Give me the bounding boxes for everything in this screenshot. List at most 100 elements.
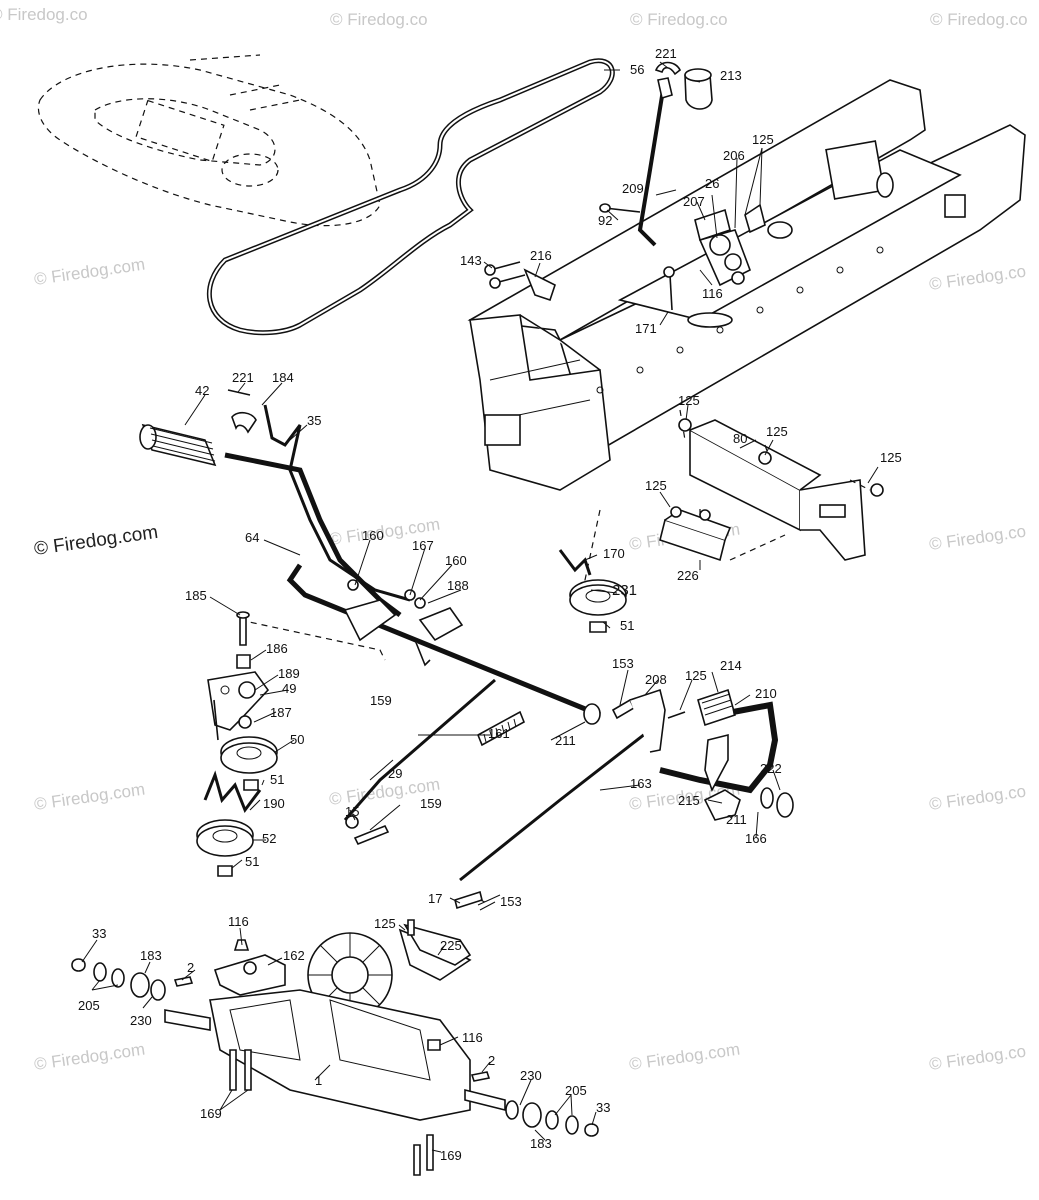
callout-205: 205 xyxy=(78,998,100,1013)
callout-125: 125 xyxy=(685,668,707,683)
brake-lever-assembly xyxy=(484,61,766,311)
callout-230: 230 xyxy=(520,1068,542,1083)
watermark-text: © Firedog.com xyxy=(33,780,146,814)
callout-216: 216 xyxy=(530,248,552,263)
pulley-assembly xyxy=(196,611,278,877)
callout-189: 189 xyxy=(278,666,300,681)
callout-211: 211 xyxy=(726,812,747,827)
callout-125: 125 xyxy=(678,393,700,408)
watermark-text: © Firedog.co xyxy=(930,10,1028,29)
callout-166: 166 xyxy=(745,831,767,846)
callout-184: 184 xyxy=(272,370,294,385)
callout-171: 171 xyxy=(635,321,657,336)
callout-labels: 221 56 213 125 206 26 209 207 92 216 143… xyxy=(78,46,902,1163)
callout-116: 116 xyxy=(462,1030,483,1045)
callout-161: 161 xyxy=(488,726,510,741)
callout-29: 29 xyxy=(388,766,402,781)
callout-187: 187 xyxy=(270,705,292,720)
callout-225: 225 xyxy=(440,938,462,953)
callout-205: 205 xyxy=(565,1083,587,1098)
cross-shaft xyxy=(239,563,601,725)
callout-80: 80 xyxy=(733,431,747,446)
callout-183: 183 xyxy=(140,948,162,963)
watermark-text: © Firedog.co xyxy=(928,262,1027,294)
watermark-text: © Firedog.co xyxy=(928,522,1027,554)
callout-207: 207 xyxy=(683,194,705,209)
callout-209: 209 xyxy=(622,181,644,196)
callout-125: 125 xyxy=(374,916,396,931)
callout-50: 50 xyxy=(290,732,304,747)
callout-210: 210 xyxy=(755,686,777,701)
callout-211: 211 xyxy=(555,733,576,748)
callout-159: 159 xyxy=(420,796,442,811)
callout-52: 52 xyxy=(262,831,276,846)
callout-208: 208 xyxy=(645,672,667,687)
callout-42: 42 xyxy=(195,383,209,398)
callout-169: 169 xyxy=(440,1148,462,1163)
callout-185: 185 xyxy=(185,588,207,603)
callout-213: 213 xyxy=(720,68,742,83)
callout-190: 190 xyxy=(263,796,285,811)
callout-26: 26 xyxy=(705,176,719,191)
callout-2: 2 xyxy=(488,1053,495,1068)
watermark-text: © Firedog.co xyxy=(330,10,428,29)
callout-2: 2 xyxy=(187,960,194,975)
callout-183: 183 xyxy=(530,1136,552,1151)
callout-51: 51 xyxy=(245,854,259,869)
watermark-text: © Firedog.co xyxy=(0,5,88,24)
callout-215: 215 xyxy=(678,793,700,808)
callout-214: 214 xyxy=(720,658,742,673)
mower-deck-outline xyxy=(37,54,381,227)
callout-125: 125 xyxy=(880,450,902,465)
watermark-text: © Firedog.co xyxy=(630,10,728,29)
watermark-text: © Firedog.com xyxy=(33,1040,146,1074)
callout-167: 167 xyxy=(412,538,434,553)
callout-231: 231 xyxy=(612,582,637,599)
callout-116: 116 xyxy=(702,286,723,301)
callout-226: 226 xyxy=(677,568,699,583)
watermark-text: © Firedog.com xyxy=(33,522,160,560)
callout-64: 64 xyxy=(245,530,259,545)
callout-153: 153 xyxy=(612,656,634,671)
drive-belt xyxy=(207,58,615,336)
callout-186: 186 xyxy=(266,641,288,656)
watermark-text: © Firedog.co xyxy=(928,782,1027,814)
watermark-text: © Firedog.co xyxy=(928,1042,1027,1074)
callout-160: 160 xyxy=(445,553,467,568)
leader-lines xyxy=(81,61,879,1153)
callout-125: 125 xyxy=(766,424,788,439)
callout-170: 170 xyxy=(603,546,625,561)
callout-33: 33 xyxy=(92,926,106,941)
callout-1: 1 xyxy=(315,1073,322,1088)
watermark-text: © Firedog.com xyxy=(628,1040,741,1074)
callout-116: 116 xyxy=(228,914,249,929)
brake-pedal-assembly xyxy=(659,688,794,821)
callout-163: 163 xyxy=(630,776,652,791)
axle-washers xyxy=(71,958,599,1137)
mounting-bracket xyxy=(584,409,884,601)
callout-17: 17 xyxy=(428,891,442,906)
callout-230: 230 xyxy=(130,1013,152,1028)
callout-188: 188 xyxy=(447,578,469,593)
callout-56: 56 xyxy=(630,62,644,77)
callout-51: 51 xyxy=(620,618,634,633)
callout-160: 160 xyxy=(362,528,384,543)
callout-92: 92 xyxy=(598,213,612,228)
callout-15: 15 xyxy=(345,804,359,819)
chassis-frame xyxy=(467,79,1026,491)
callout-222: 222 xyxy=(760,761,782,776)
callout-143: 143 xyxy=(460,253,482,268)
callout-221: 221 xyxy=(655,46,677,61)
callout-125: 125 xyxy=(752,132,774,147)
watermark-text: © Firedog.com xyxy=(33,255,146,289)
callout-162: 162 xyxy=(283,948,305,963)
callout-33: 33 xyxy=(596,1100,610,1115)
callout-221: 221 xyxy=(232,370,254,385)
lift-handle-assembly xyxy=(139,389,411,617)
callout-49: 49 xyxy=(282,681,296,696)
linkage-rods xyxy=(343,678,666,911)
callout-51: 51 xyxy=(270,772,284,787)
callout-169: 169 xyxy=(200,1106,222,1121)
callout-35: 35 xyxy=(307,413,321,428)
